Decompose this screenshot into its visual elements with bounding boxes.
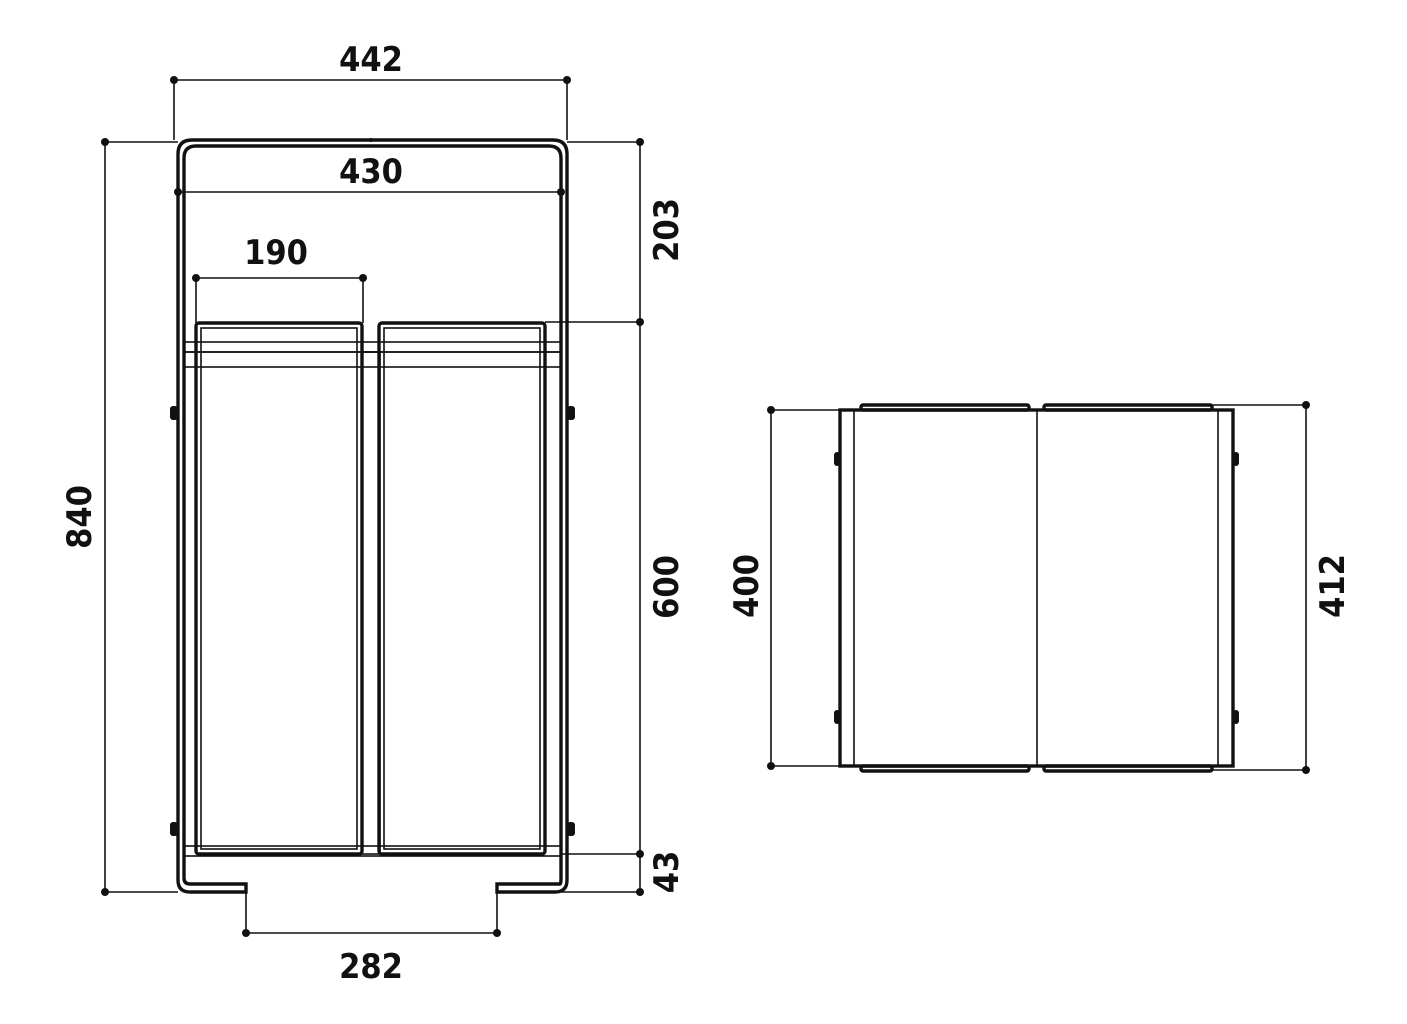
dim-bin-width: 190 (192, 233, 367, 323)
dim-overall-height: 840 (60, 138, 178, 896)
dim-inner-width: 430 (174, 138, 565, 196)
bin-right (377, 321, 547, 856)
dim-label-412: 412 (1313, 554, 1353, 618)
dim-right-chain: 203 600 43 (545, 138, 687, 896)
bin-left (194, 321, 364, 856)
dim-label-203: 203 (647, 198, 687, 262)
top-frame (838, 408, 1235, 768)
dim-label-430: 430 (339, 152, 403, 192)
dim-label-442: 442 (339, 40, 403, 80)
dim-label-600: 600 (647, 555, 687, 619)
dim-label-282: 282 (339, 947, 403, 987)
frame-outline (176, 138, 569, 894)
dim-depth-outer: 412 (1212, 401, 1353, 774)
dim-label-400: 400 (727, 554, 767, 618)
side-knobs (170, 406, 575, 836)
dim-label-43: 43 (647, 851, 687, 894)
top-view: 400 412 (727, 401, 1353, 774)
top-knobs (834, 452, 1239, 724)
front-view: 442 430 190 840 (60, 40, 687, 987)
dim-label-190: 190 (244, 233, 308, 273)
dim-label-840: 840 (60, 485, 100, 549)
top-bin-lips (859, 403, 1214, 773)
support-rails (183, 341, 562, 857)
dim-overall-width: 442 (170, 40, 571, 140)
dim-depth-inner: 400 (727, 406, 840, 770)
dim-foot-spacing: 282 (242, 892, 501, 987)
